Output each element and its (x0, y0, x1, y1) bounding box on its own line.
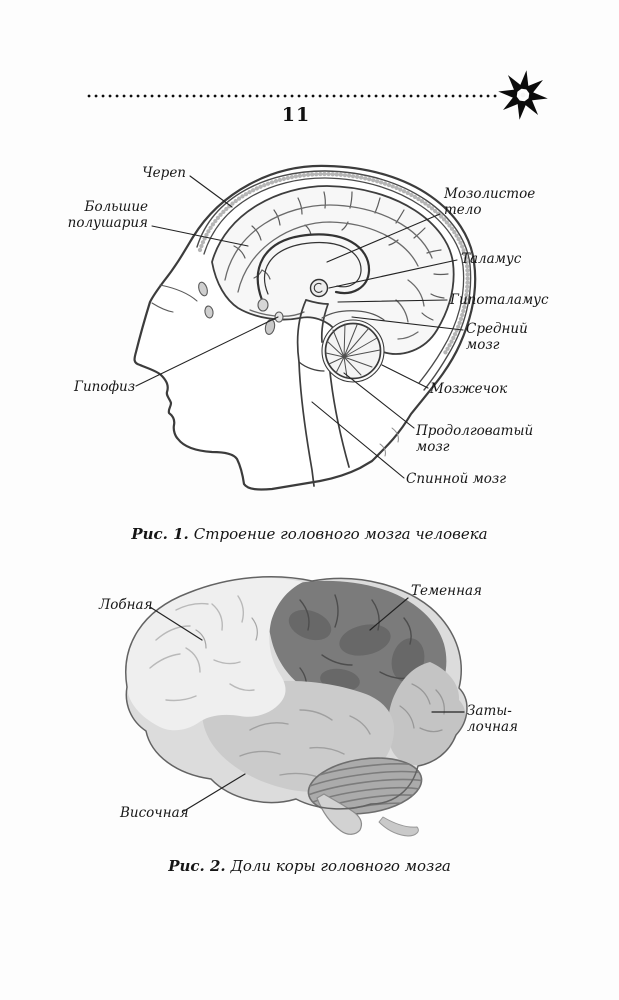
cerebrum (211, 185, 455, 355)
thalamus-shape (309, 278, 329, 298)
label-medulla: Продолговатый мозг (416, 423, 534, 455)
figure2-caption-text: Доли коры головного мозга (230, 857, 451, 875)
label-corpus-callosum: Мозолистое тело (444, 186, 536, 218)
label-spinal-cord: Спинной мозг (406, 471, 507, 487)
label-hemispheres: Большие полушария (67, 199, 148, 231)
label-frontal-lobe: Лобная (99, 597, 153, 613)
figure2-caption: Рис. 2.Доли коры головного мозга (0, 857, 619, 875)
label-hypothalamus: Гипоталамус (450, 292, 549, 308)
page-number: 11 (281, 104, 311, 126)
label-midbrain: Средний мозг (466, 321, 528, 353)
cerebellum-shape (321, 310, 385, 383)
label-thalamus: Таламус (461, 251, 522, 267)
figure2-caption-number: Рис. 2. (168, 857, 226, 875)
label-skull: Череп (142, 165, 186, 181)
asterisk-star-icon (498, 70, 548, 120)
figure1-caption-text: Строение головного мозга человека (193, 525, 488, 543)
brainstem-stub (316, 793, 419, 837)
label-occipital-lobe: Заты- лочная (467, 703, 519, 735)
vertebrae-hints (379, 427, 399, 457)
label-cerebellum: Мозжечок (430, 381, 508, 397)
occipital-lobe-shape (387, 662, 466, 766)
figure1-caption-number: Рис. 1. (131, 525, 189, 543)
label-parietal-lobe: Теменная (411, 583, 482, 599)
label-temporal-lobe: Височная (120, 805, 189, 821)
skull-base-details (151, 281, 284, 335)
figure1-artwork (133, 164, 477, 491)
figure1-leader-lines (135, 175, 464, 479)
brainstem (296, 299, 350, 487)
figure2-leader-lines (149, 597, 465, 812)
brain-outline (125, 576, 468, 810)
figure2-artwork (125, 576, 468, 837)
frontal-lobe-shape (125, 577, 303, 731)
figure1-caption: Рис. 1.Строение головного мозга человека (0, 525, 619, 543)
label-pituitary: Гипофиз (74, 379, 136, 395)
